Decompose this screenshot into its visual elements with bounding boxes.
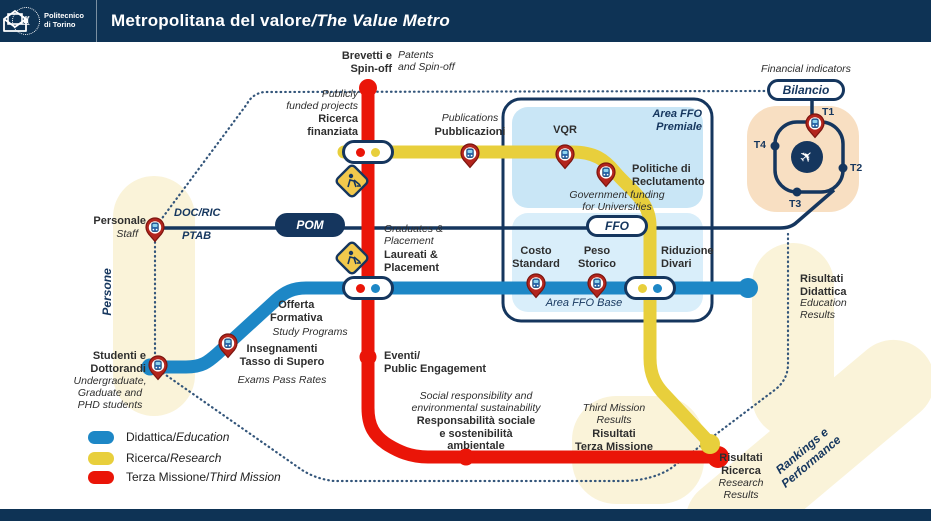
- terza-missione-line: [361, 81, 723, 464]
- station-label-offerta: Offerta Formativa: [270, 299, 323, 324]
- station-label-responsabilita: Responsabilità sociale e sostenibilità a…: [416, 415, 536, 453]
- station-label-studenti: Studenti e Dottorandi: [90, 350, 146, 375]
- station-label-pubblicazioni: Pubblicazioni: [434, 126, 506, 138]
- bilancio-station: Bilancio: [767, 79, 845, 101]
- legend-label: Didattica/Education: [126, 430, 230, 444]
- label-study-programs: Study Programs: [272, 326, 348, 338]
- t3-label: T3: [789, 198, 802, 210]
- label-staff: Staff: [116, 228, 138, 240]
- station-label-risultati-didattica: Risultati Didattica: [800, 273, 847, 298]
- interchange-red-blue: [342, 276, 394, 300]
- pom-station: POM: [275, 213, 345, 237]
- station-label-politiche: Politiche di Reclutamento: [632, 163, 705, 188]
- station-label-eventi: Eventi/ Public Engagement: [384, 350, 487, 375]
- legend-swatch-yellow: [88, 451, 114, 465]
- legend-item-terza-missione: Terza Missione/Third Mission: [88, 469, 281, 485]
- rankings-band: [685, 339, 931, 521]
- label-undergraduate: Undergraduate, Graduate and PHD students: [73, 375, 147, 412]
- legend-swatch-blue: [88, 430, 114, 444]
- ricerca-line: [337, 145, 715, 448]
- station-label-brevetti: Brevetti e Spin-off: [341, 50, 392, 75]
- t-stop-dots: [770, 141, 848, 197]
- label-publicly-funded: Publicly funded projects: [286, 88, 358, 113]
- page-title: Metropolitana del valore/The Value Metro: [111, 11, 450, 31]
- label-financial-indicators: Financial indicators: [761, 63, 851, 75]
- ffo-station: FFO: [586, 215, 648, 237]
- t4-label: T4: [753, 139, 766, 151]
- dotted-value-loop: [153, 89, 790, 483]
- roadworks-sign-icon: [335, 164, 369, 198]
- label-exams-pass-rates: Exams Pass Rates: [237, 374, 327, 386]
- station-label-risultati-terza: Risultati Terza Missione: [574, 428, 654, 453]
- station-label-costo-standard: Costo Standard: [512, 245, 560, 270]
- footer-bar: [0, 509, 931, 521]
- train-station-pin-icon: [460, 143, 480, 169]
- station-label-vqr: VQR: [553, 124, 577, 136]
- legend-item-didattica: Didattica/Education: [88, 429, 229, 445]
- label-social-responsibility: Social responsibility and environmental …: [411, 390, 541, 415]
- label-education-results: Education Results: [800, 297, 847, 322]
- label-third-mission-results: Third Mission Results: [582, 402, 646, 427]
- open-envelope-icon[interactable]: [0, 9, 30, 33]
- label-research-results: Research Results: [718, 477, 764, 502]
- airplane-icon: ✈: [791, 141, 823, 173]
- line-terminals: [141, 79, 758, 468]
- station-label-patents: Patents and Spin-off: [398, 49, 455, 74]
- third-mission-blob: [572, 396, 704, 504]
- title-english: /The Value Metro: [311, 11, 450, 30]
- header-bar: ♜ Politecnico di Torino Metropolitana de…: [0, 0, 931, 42]
- results-band: [752, 243, 834, 438]
- label-persone: Persone: [100, 268, 115, 316]
- station-label-ricerca-finanziata: Ricerca finanziata: [307, 113, 358, 138]
- roadworks-sign-icon: [335, 241, 369, 275]
- station-label-personale: Personale: [93, 215, 146, 227]
- interchange-yellow-blue: [624, 276, 676, 300]
- legend-label: Ricerca/Research: [126, 451, 222, 465]
- station-label-laureati: Laureati & Placement: [384, 249, 440, 274]
- legend-item-ricerca: Ricerca/Research: [88, 450, 221, 466]
- station-label-peso-storico: Peso Storico: [578, 245, 616, 270]
- label-publications: Publications: [441, 112, 499, 124]
- station-label-riduzione-divari: Riduzione Divari: [661, 245, 714, 270]
- logo-text: Politecnico di Torino: [43, 11, 84, 29]
- t2-label: T2: [850, 162, 863, 174]
- legend-swatch-red: [88, 470, 114, 484]
- label-gov-funding: Government funding for Universities: [569, 189, 665, 214]
- t1-label: T1: [822, 106, 835, 118]
- interchange-red-yellow: [342, 140, 394, 164]
- legend-label: Terza Missione/Third Mission: [126, 470, 281, 484]
- label-graduates-placement: Graduates & Placement: [384, 223, 443, 248]
- label-doc-ric: DOC/RIC: [174, 207, 221, 219]
- station-label-risultati-ricerca: Risultati Ricerca: [719, 452, 763, 477]
- label-ptab: PTAB: [182, 230, 212, 242]
- label-area-ffo-premiale: Area FFO Premiale: [652, 108, 702, 133]
- label-area-ffo-base: Area FFO Base: [545, 297, 623, 309]
- title-italian: Metropolitana del valore: [111, 11, 312, 30]
- didattica-line: [143, 281, 751, 374]
- station-label-insegnamenti: Insegnamenti Tasso di Supero: [239, 343, 325, 368]
- persone-band: [113, 176, 195, 416]
